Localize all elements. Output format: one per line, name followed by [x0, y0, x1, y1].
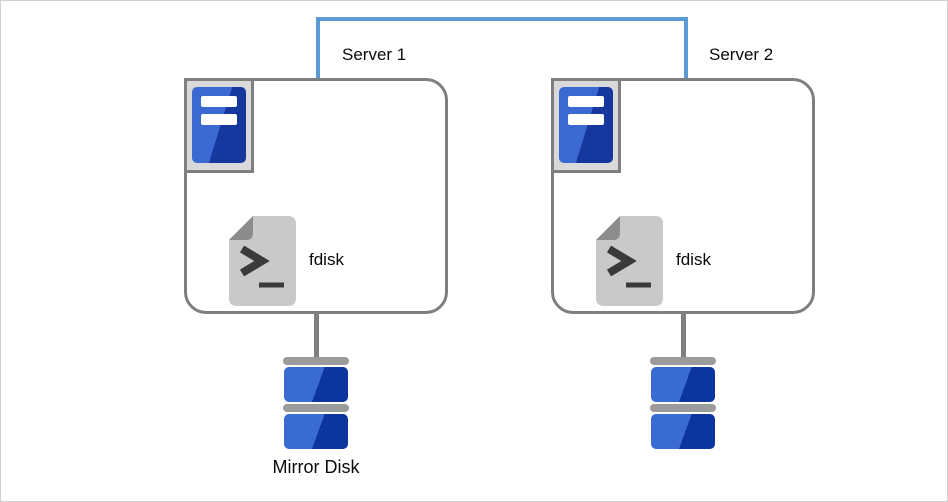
disk-platter-bar	[650, 404, 716, 412]
server-icon	[184, 78, 254, 173]
disk-segment	[651, 414, 715, 449]
server-1-label: Server 1	[342, 45, 407, 64]
server-tower-icon	[192, 87, 246, 163]
fdisk-label: fdisk	[309, 250, 344, 269]
disk-connector-line	[314, 311, 319, 358]
terminal-script-icon	[596, 216, 663, 306]
fdisk-tool-row: fdisk	[229, 216, 429, 306]
fdisk-tool-row: fdisk	[596, 216, 796, 306]
server-drive-slot-icon	[568, 114, 604, 125]
server-interconnect-link	[316, 17, 688, 78]
fdisk-label: fdisk	[676, 250, 711, 269]
disk-connector-line	[681, 311, 686, 358]
disk-segment	[284, 367, 348, 402]
server-icon	[551, 78, 621, 173]
terminal-script-icon	[229, 216, 296, 306]
server-2-label: Server 2	[709, 45, 774, 64]
server-drive-slot-icon	[201, 114, 237, 125]
disk-segment	[651, 367, 715, 402]
disk-platter-bar	[283, 404, 349, 412]
mirror-disk-icon	[650, 357, 716, 451]
disk-platter-bar	[283, 357, 349, 365]
mirror-disk-label: Mirror Disk	[272, 457, 360, 477]
server-drive-slot-icon	[201, 96, 237, 107]
server-tower-icon	[559, 87, 613, 163]
mirror-disk-icon	[283, 357, 349, 451]
disk-segment	[284, 414, 348, 449]
disk-platter-bar	[650, 357, 716, 365]
server-1-group: Server 1 fdisk Mirror Disk	[184, 45, 448, 477]
server-2-group: Server 2 fdisk	[551, 45, 815, 458]
server-drive-slot-icon	[568, 96, 604, 107]
